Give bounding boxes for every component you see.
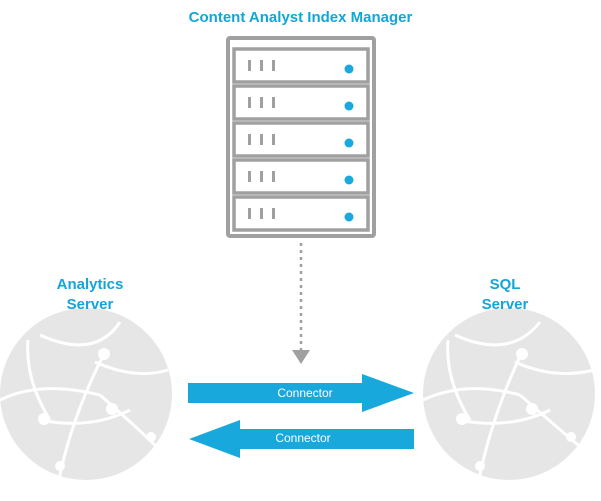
diagram-title: Content Analyst Index Manager — [188, 9, 413, 26]
connector-label-to-analytics: Connector — [275, 431, 331, 445]
server-unit-4 — [232, 158, 370, 195]
dashed-link-arrow — [292, 243, 310, 364]
connector-arrow-right — [188, 374, 414, 412]
server-unit-3 — [232, 121, 370, 158]
status-indicator — [344, 212, 354, 222]
sql-label-line2: Server — [481, 296, 529, 313]
status-indicator — [344, 175, 354, 185]
status-indicator — [344, 64, 354, 74]
sql-label-line1: SQL — [489, 276, 521, 293]
status-indicator — [344, 101, 354, 111]
analytics-label-line1: Analytics — [56, 276, 124, 293]
globe-network-icon-right — [422, 308, 595, 486]
analytics-server-label: Analytics Server — [15, 275, 165, 315]
status-indicator — [344, 138, 354, 148]
server-unit-1 — [232, 47, 370, 84]
sql-server-label: SQL Server — [445, 275, 565, 315]
analytics-label-line2: Server — [66, 296, 114, 313]
server-unit-5 — [232, 195, 370, 232]
connector-arrow-left — [189, 420, 414, 458]
connector-label-to-sql: Connector — [277, 386, 333, 400]
globe-network-icon-left — [0, 308, 172, 486]
server-unit-2 — [232, 84, 370, 121]
server-rack-icon — [226, 36, 376, 238]
